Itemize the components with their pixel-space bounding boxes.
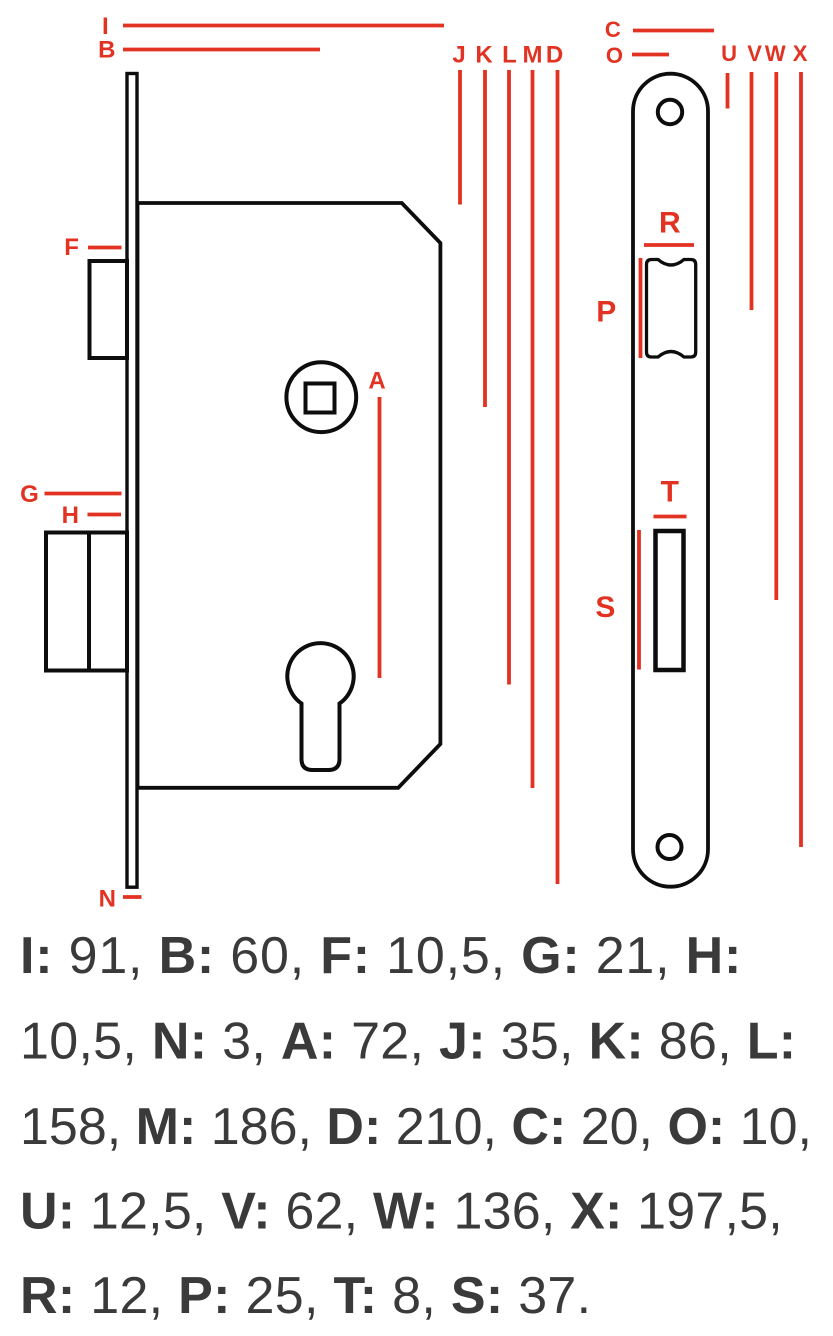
svg-text:B: B bbox=[98, 37, 115, 64]
svg-text:10,5, N: 3, A: 72, J: 35, K: 8: 10,5, N: 3, A: 72, J: 35, K: 86, L: bbox=[20, 1013, 796, 1071]
svg-text:I: I bbox=[102, 13, 109, 40]
svg-text:W: W bbox=[765, 41, 786, 66]
svg-text:H: H bbox=[62, 502, 79, 529]
svg-text:O: O bbox=[606, 43, 623, 68]
svg-text:A: A bbox=[368, 368, 385, 395]
svg-text:X: X bbox=[793, 41, 808, 66]
svg-text:J: J bbox=[452, 42, 465, 69]
svg-text:T: T bbox=[661, 476, 679, 509]
svg-text:K: K bbox=[475, 42, 493, 69]
svg-text:R: R bbox=[659, 206, 681, 239]
svg-text:C: C bbox=[605, 17, 621, 42]
svg-text:N: N bbox=[99, 885, 116, 912]
svg-text:G: G bbox=[20, 481, 39, 508]
svg-text:S: S bbox=[595, 591, 615, 624]
svg-text:U: 12,5, V: 62, W: 136, X: 197: U: 12,5, V: 62, W: 136, X: 197,5, bbox=[20, 1183, 783, 1241]
svg-text:D: D bbox=[546, 42, 563, 69]
svg-text:L: L bbox=[502, 42, 517, 69]
svg-text:M: M bbox=[523, 42, 543, 69]
svg-text:P: P bbox=[596, 295, 616, 328]
svg-text:U: U bbox=[721, 41, 737, 66]
svg-text:R: 12, P: 25, T: 8, S: 37.: R: 12, P: 25, T: 8, S: 37. bbox=[20, 1267, 591, 1325]
svg-text:I: 91, B: 60, F: 10,5, G: 21,: I: 91, B: 60, F: 10,5, G: 21, H: bbox=[20, 927, 742, 985]
svg-text:F: F bbox=[64, 234, 79, 261]
svg-text:158, M: 186, D: 210, C: 20, O:: 158, M: 186, D: 210, C: 20, O: 10, bbox=[20, 1098, 812, 1156]
svg-text:V: V bbox=[747, 41, 762, 66]
